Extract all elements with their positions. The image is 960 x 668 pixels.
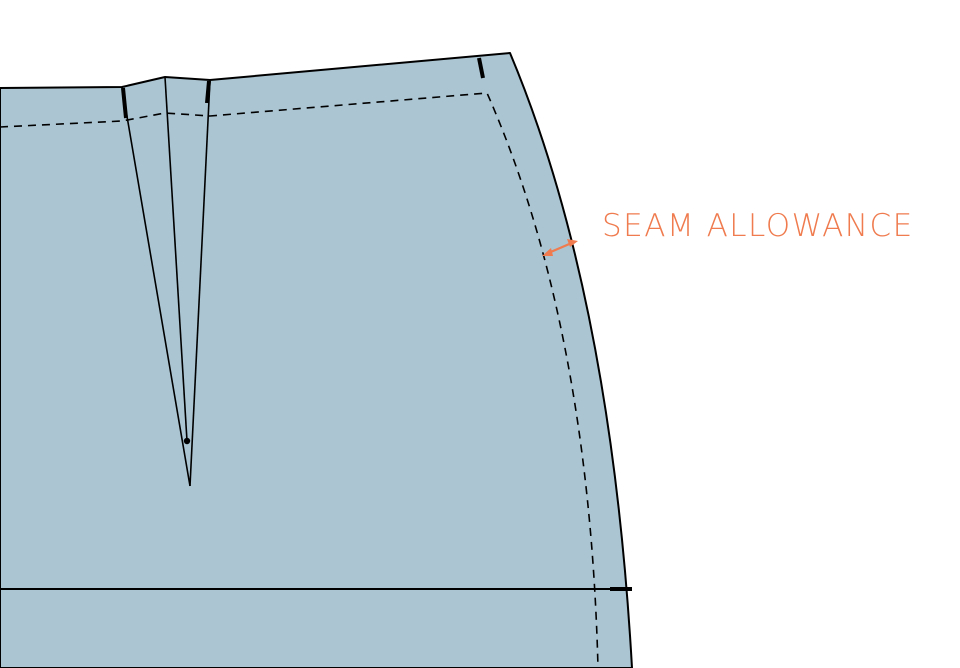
pattern-piece: [0, 52, 633, 668]
dart-leg-left: [121, 86, 191, 487]
dart-point: [183, 437, 191, 445]
notch-dart-right: [205, 80, 211, 104]
seam-stitch-line: [0, 92, 599, 668]
notch-dart-left: [121, 87, 128, 119]
seam-allowance-arrow: [542, 239, 578, 256]
dart-leg-right: [189, 79, 211, 487]
dart-center-line: [164, 76, 188, 442]
seam-allowance-label: SEAM ALLOWANCE: [602, 208, 914, 244]
notch-waist-side: [477, 57, 485, 79]
